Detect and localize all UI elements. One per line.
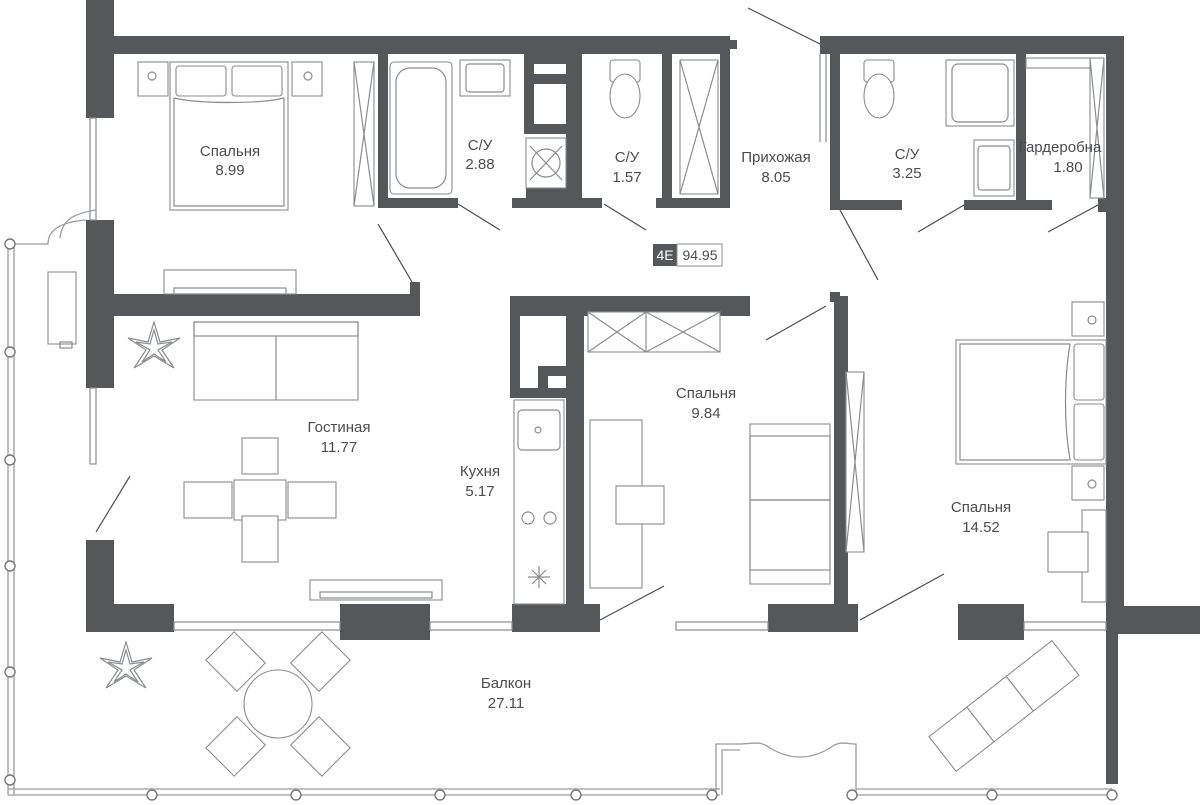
bedroom-1-furniture (137, 61, 375, 295)
room-name: Гостиная (308, 419, 371, 436)
walls (86, 0, 1200, 784)
living-room-furniture (47, 271, 443, 601)
balcony-railing (4, 209, 1118, 801)
room-label-bedroom-984: Спальня 9.84 (676, 385, 736, 422)
bedroom-2-furniture (587, 311, 865, 589)
room-area: 2.88 (465, 156, 494, 173)
unit-total-area: 94.95 (682, 247, 717, 263)
room-label-wardrobe: Гардеробна 1.80 (1019, 139, 1102, 176)
room-labels: Спальня 8.99 С/У 2.88 С/У 1.57 Прихожая … (200, 137, 1102, 712)
room-name: Спальня (951, 499, 1011, 516)
room-area: 9.84 (691, 405, 720, 422)
door-swings (95, 7, 1099, 621)
room-label-bathroom-288: С/У 2.88 (465, 137, 494, 173)
room-area: 11.77 (321, 439, 357, 456)
room-name: С/У (468, 137, 493, 154)
room-label-bedroom-1452: Спальня 14.52 (951, 499, 1011, 536)
room-name: Кухня (460, 463, 500, 480)
room-name: С/У (615, 149, 640, 166)
room-label-bathroom-157: С/У 1.57 (612, 149, 641, 186)
room-area: 1.57 (612, 169, 641, 186)
room-name: Спальня (200, 143, 260, 160)
kitchen-furniture (513, 399, 565, 605)
room-label-bedroom-899: Спальня 8.99 (200, 143, 260, 179)
room-label-balcony: Балкон 27.11 (481, 675, 531, 712)
room-name: Гардеробна (1019, 139, 1102, 156)
room-area: 1.80 (1053, 159, 1082, 176)
room-label-living-room: Гостиная 11.77 (308, 419, 371, 456)
room-label-kitchen: Кухня 5.17 (460, 463, 500, 500)
unit-code: 4E (656, 247, 673, 263)
room-area: 3.25 (892, 165, 921, 182)
windows (89, 54, 1107, 631)
unit-badge: 4E 94.95 (653, 243, 723, 267)
room-area: 8.05 (761, 169, 790, 186)
room-area: 14.52 (962, 519, 1000, 536)
room-name: С/У (895, 146, 920, 163)
room-label-bathroom-325: С/У 3.25 (892, 146, 921, 182)
room-label-hallway: Прихожая 8.05 (741, 149, 811, 186)
balcony-furniture (99, 631, 1080, 777)
unit-code-box (653, 244, 677, 266)
room-name: Спальня (676, 385, 736, 402)
unit-area-box (676, 243, 723, 267)
room-area: 5.17 (465, 483, 494, 500)
room-name: Прихожая (741, 149, 811, 166)
room-area: 27.11 (488, 695, 524, 712)
room-area: 8.99 (215, 162, 244, 179)
bedroom-3-furniture (955, 301, 1107, 603)
room-name: Балкон (481, 675, 531, 692)
bathroom-fixtures (389, 57, 1105, 199)
